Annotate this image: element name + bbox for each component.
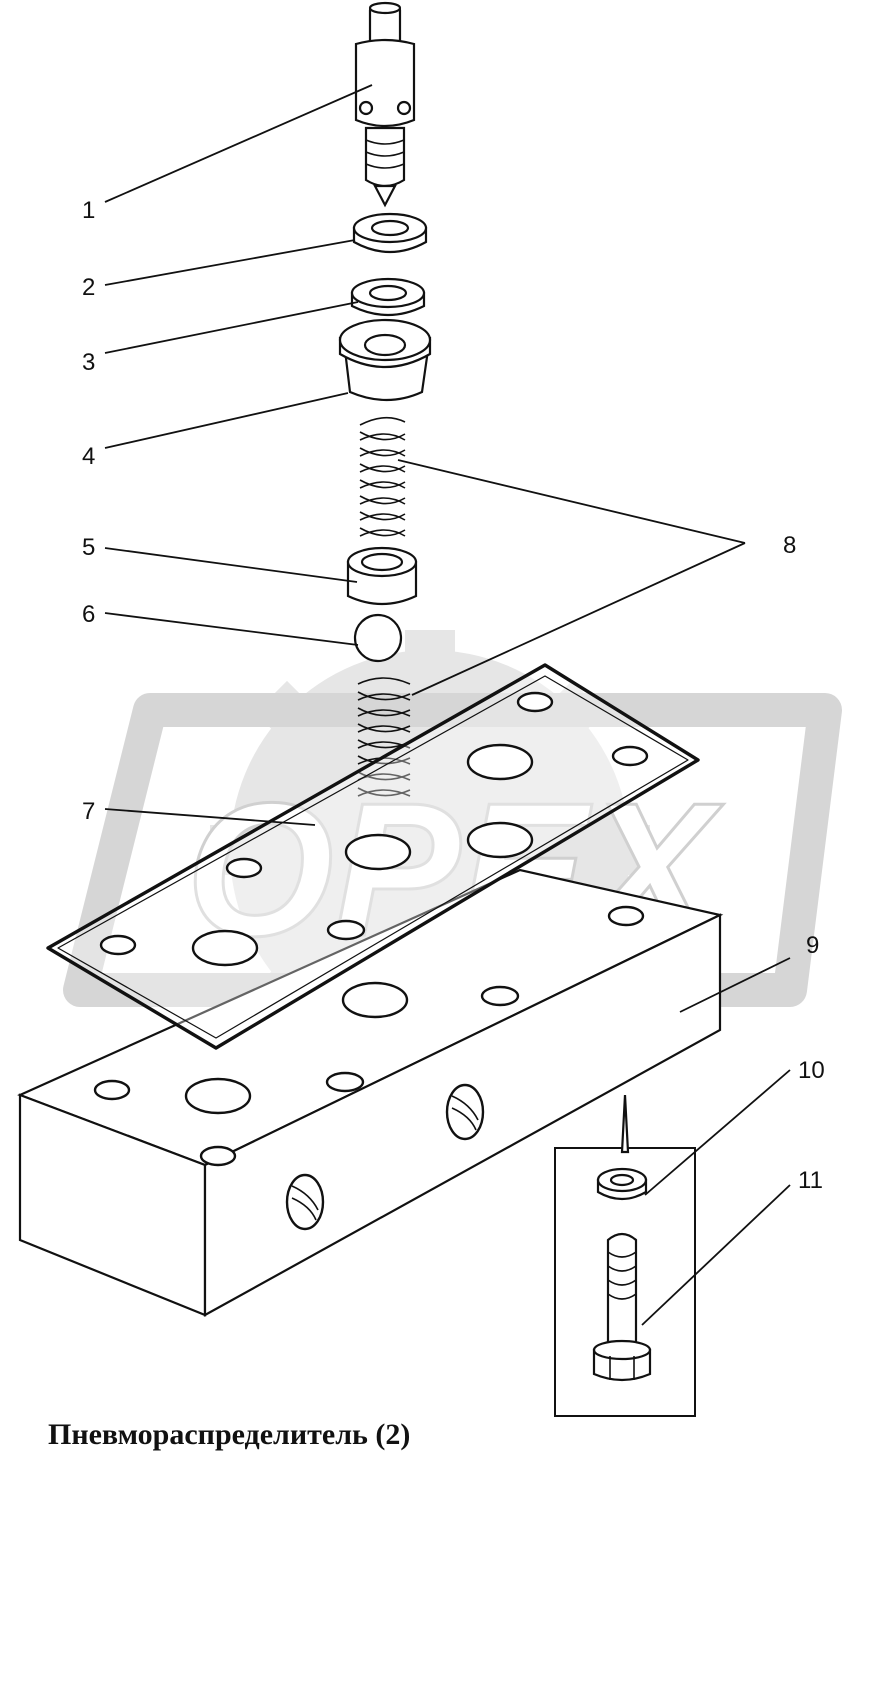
part-9-block — [17, 868, 724, 1317]
callout-10: 10 — [798, 1057, 825, 1084]
callout-4: 4 — [82, 443, 95, 470]
part-2-washer — [352, 212, 428, 253]
part-5-bushing — [346, 546, 418, 606]
callout-6: 6 — [82, 601, 95, 628]
inset-fastener-box — [554, 1094, 696, 1417]
part-7-gasket — [46, 663, 700, 1050]
callout-2: 2 — [82, 274, 95, 301]
callout-11: 11 — [798, 1167, 823, 1194]
watermark-frame — [63, 693, 842, 1007]
part-11-bolt — [592, 1232, 652, 1382]
part-8-upper-spring — [359, 416, 406, 537]
callout-5: 5 — [82, 534, 95, 561]
callout-numbers: 1 2 3 4 5 6 7 8 9 10 11 — [82, 197, 825, 1194]
callout-8: 8 — [783, 532, 796, 559]
callout-9: 9 — [806, 932, 819, 959]
leader-lines — [104, 84, 791, 1326]
callout-7: 7 — [82, 798, 95, 825]
part-3-seal-ring — [350, 277, 426, 316]
part-6-ball — [353, 613, 403, 663]
part-10-lock-washer — [596, 1167, 648, 1201]
diagram-caption: Пневмораспределитель (2) — [48, 1418, 411, 1451]
callout-3: 3 — [82, 349, 95, 376]
part-1-stem — [354, 1, 416, 208]
part-8-lower-spring — [357, 677, 411, 797]
callout-1: 1 — [82, 197, 95, 224]
part-4-seat — [338, 318, 432, 402]
